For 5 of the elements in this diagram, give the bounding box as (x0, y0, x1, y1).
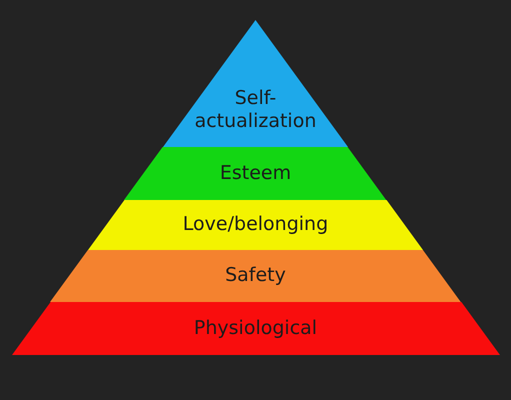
tier-label: Love/belonging (182, 213, 330, 236)
tier-label: Self-actualization (194, 87, 318, 133)
tier-label: Physiological (192, 316, 318, 340)
tier-label: Safety (224, 264, 287, 287)
tier-label: Esteem (218, 162, 292, 184)
